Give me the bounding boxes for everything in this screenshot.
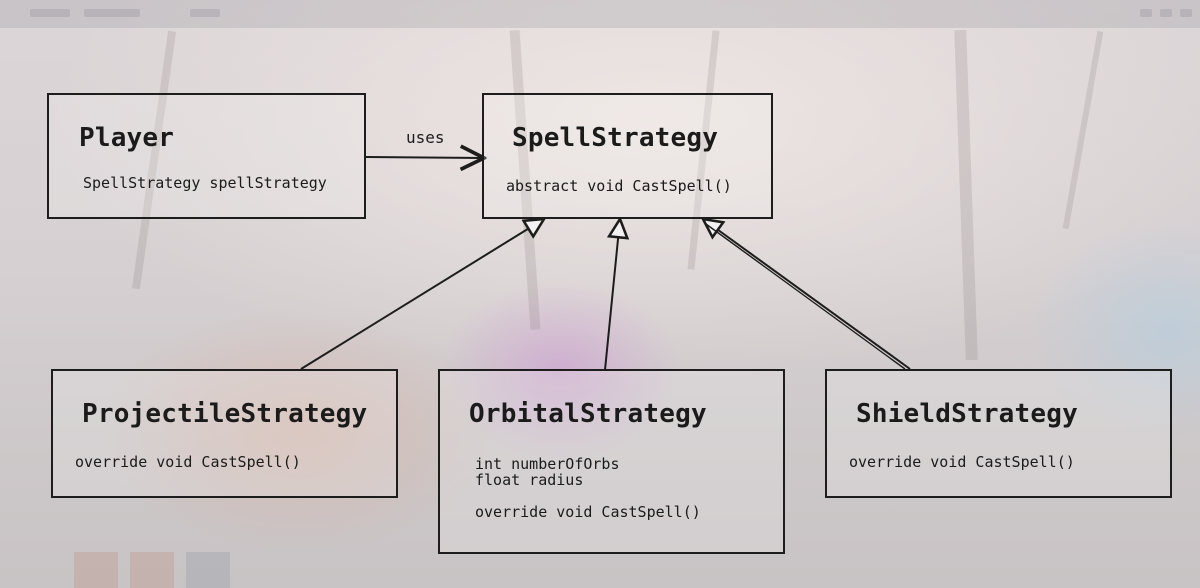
ability-slot-icon xyxy=(130,552,174,588)
class-member: int numberOfOrbs xyxy=(475,455,620,473)
class-name: ShieldStrategy xyxy=(856,399,1078,429)
editor-toolbar xyxy=(0,0,1200,28)
class-member: override void CastSpell() xyxy=(849,453,1075,471)
class-box-player: Player SpellStrategy spellStrategy xyxy=(47,93,366,219)
edge-shield-inherits xyxy=(703,219,911,370)
class-box-spell-strategy: SpellStrategy abstract void CastSpell() xyxy=(482,93,773,219)
class-box-shield-strategy: ShieldStrategy override void CastSpell() xyxy=(825,369,1172,498)
class-member: abstract void CastSpell() xyxy=(506,177,732,195)
class-name: ProjectileStrategy xyxy=(82,399,368,429)
class-member: float radius xyxy=(475,471,584,489)
class-box-projectile-strategy: ProjectileStrategy override void CastSpe… xyxy=(51,369,398,498)
class-name: Player xyxy=(79,123,175,153)
class-member: SpellStrategy spellStrategy xyxy=(83,174,327,192)
ability-slot-icon xyxy=(186,552,230,588)
class-name: SpellStrategy xyxy=(512,123,719,153)
class-member: override void CastSpell() xyxy=(475,503,701,521)
edge-label-uses: uses xyxy=(406,128,445,147)
class-name: OrbitalStrategy xyxy=(469,399,707,429)
ability-slot-icon xyxy=(74,552,118,588)
edge-uses xyxy=(364,157,484,158)
class-member: override void CastSpell() xyxy=(75,453,301,471)
edge-projectile-inherits xyxy=(300,219,544,370)
edge-orbital-inherits xyxy=(604,219,620,371)
class-box-orbital-strategy: OrbitalStrategy int numberOfOrbs float r… xyxy=(438,369,785,554)
